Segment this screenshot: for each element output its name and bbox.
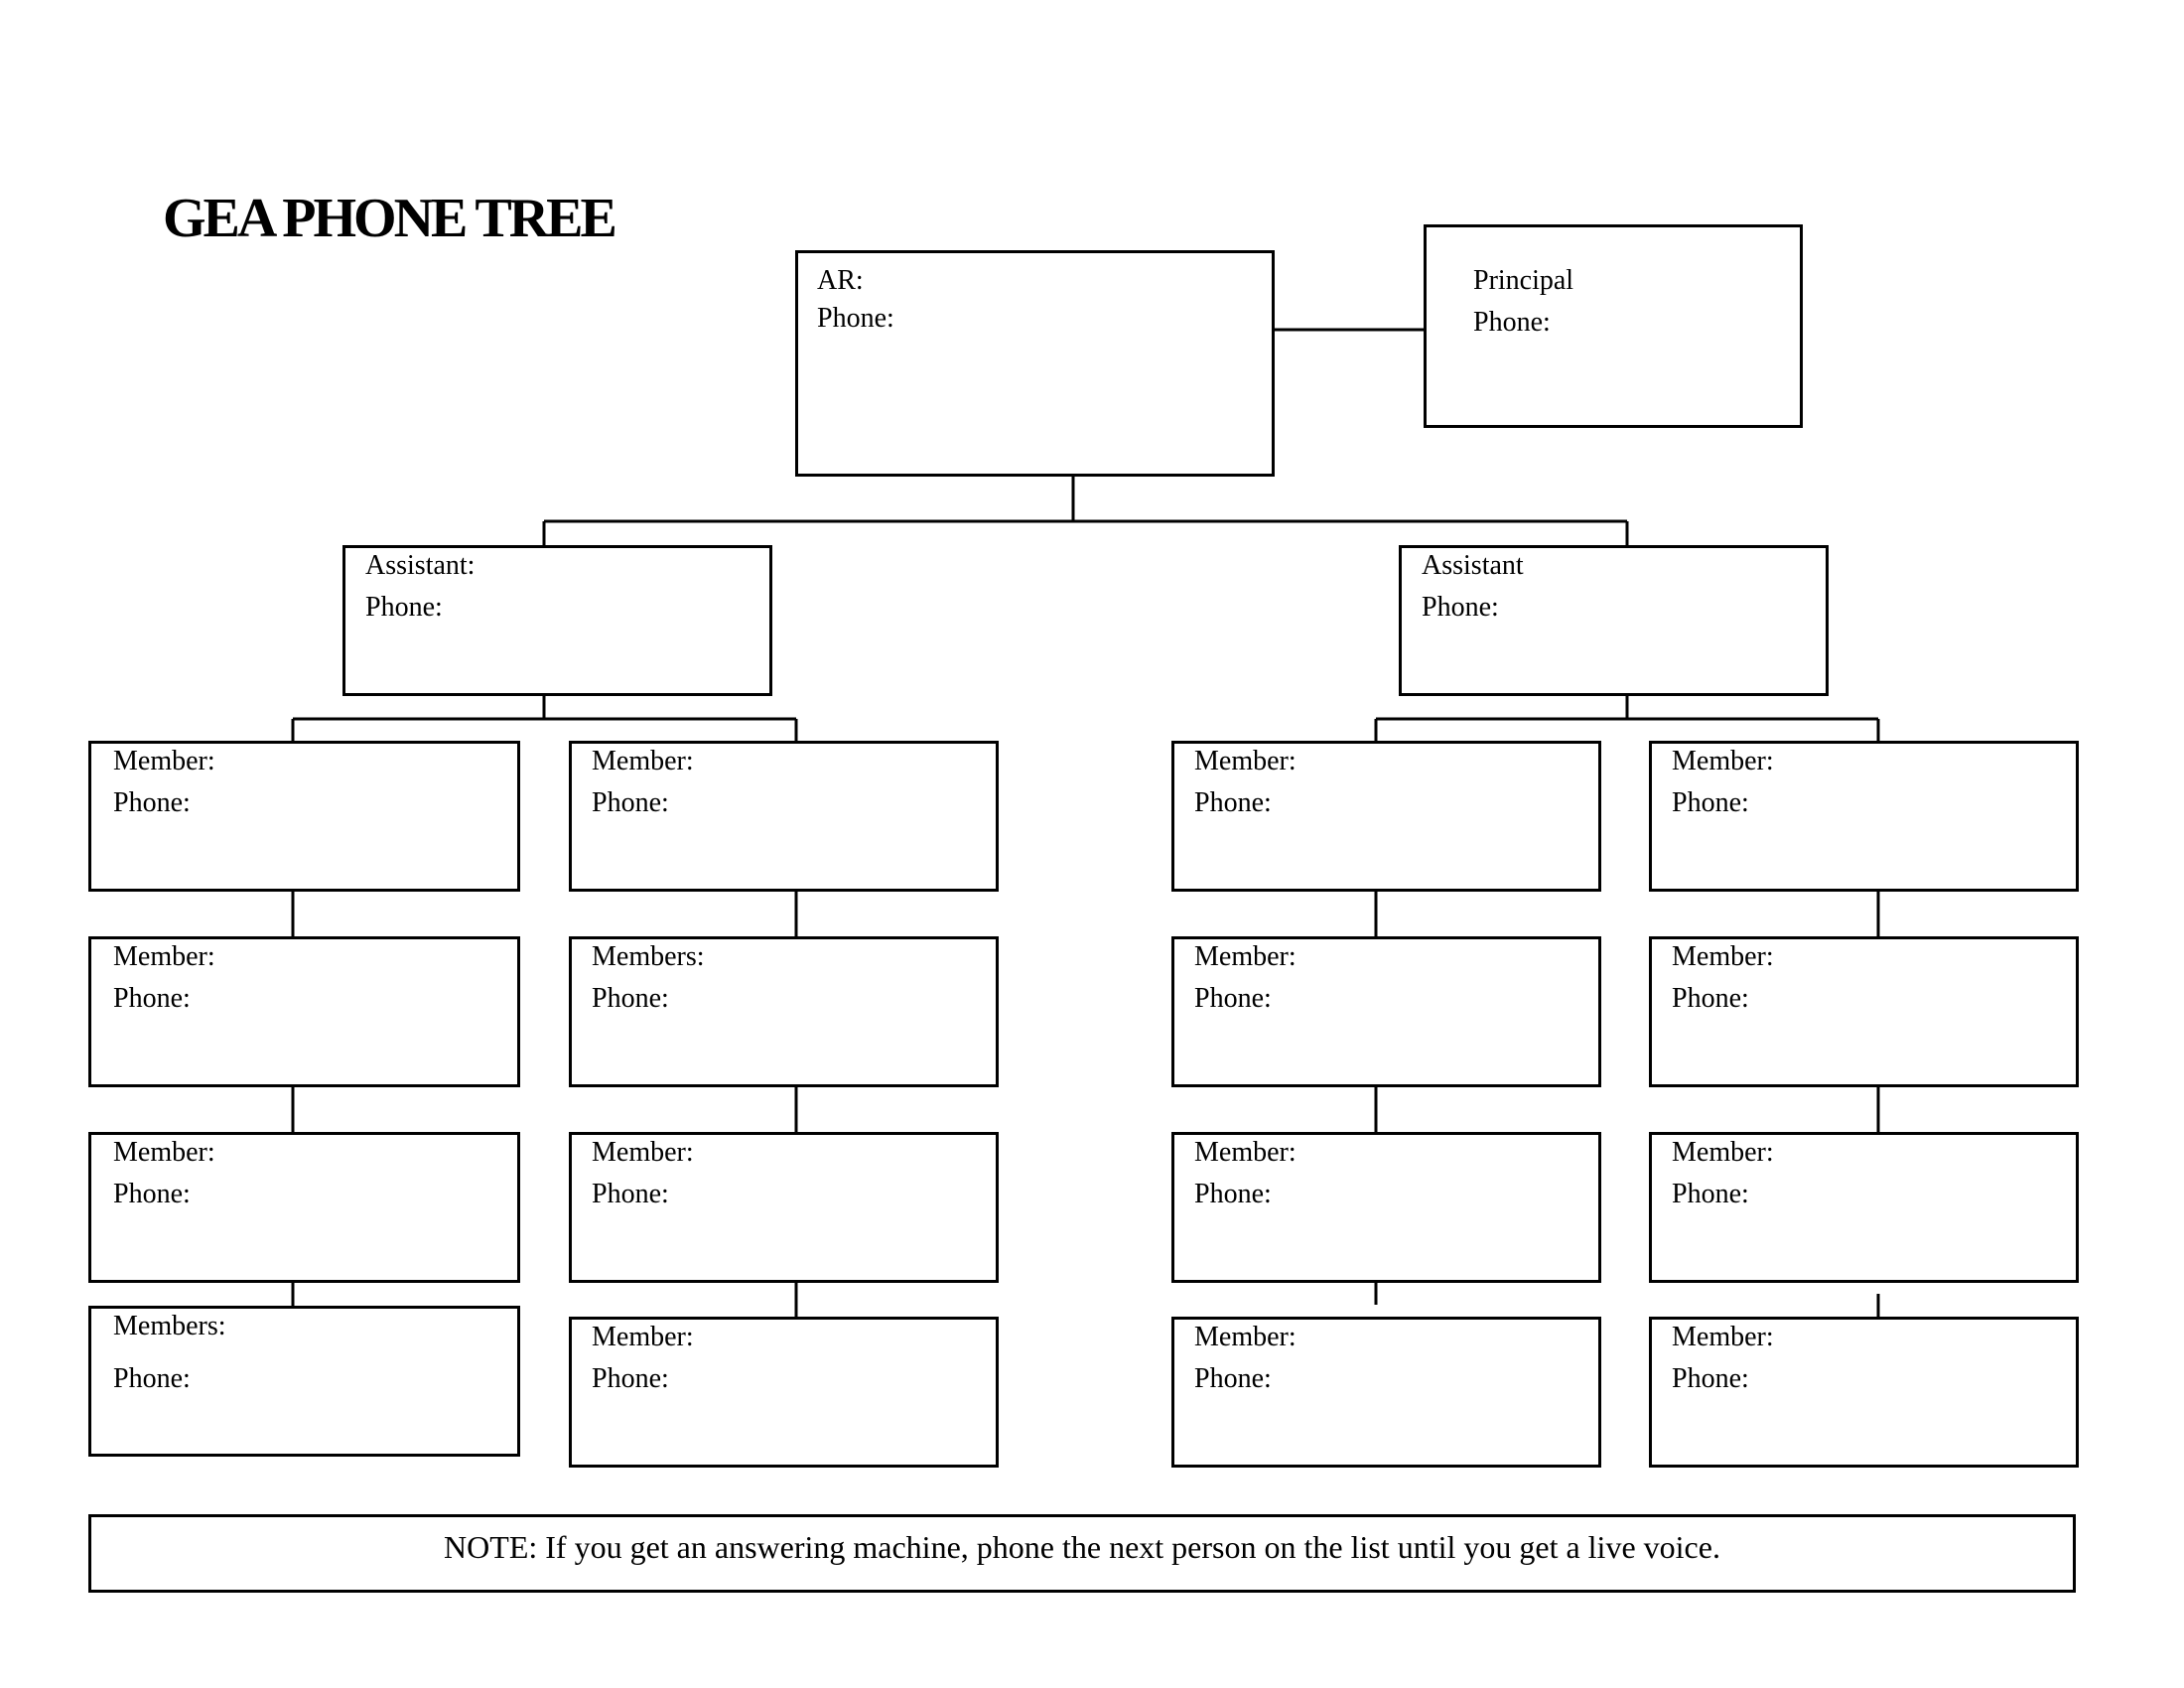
member-box-r1-c1: Member: Phone: (88, 741, 520, 892)
member-phone-label: Phone: (113, 983, 191, 1014)
member-phone-label: Phone: (592, 983, 669, 1014)
assistant-label: Assistant (1422, 550, 1524, 581)
member-box-r2-c1: Member: Phone: (88, 936, 520, 1087)
note-box: NOTE: If you get an answering machine, p… (88, 1514, 2076, 1593)
member-box-r2-c3: Member: Phone: (1171, 936, 1601, 1087)
member-box-r4-c4: Member: Phone: (1649, 1317, 2079, 1468)
member-phone-label: Phone: (1194, 983, 1272, 1014)
member-label: Member: (113, 746, 215, 776)
member-box-r1-c4: Member: Phone: (1649, 741, 2079, 892)
ar-phone-label: Phone: (817, 303, 894, 334)
assistant-box-right: Assistant Phone: (1399, 545, 1829, 696)
member-phone-label: Phone: (592, 1363, 669, 1394)
member-label: Member: (1194, 1137, 1297, 1168)
member-label: Member: (592, 1137, 694, 1168)
member-label: Member: (1194, 746, 1297, 776)
member-box-r3-c4: Member: Phone: (1649, 1132, 2079, 1283)
member-label: Member: (592, 1322, 694, 1352)
assistant-phone-label: Phone: (365, 592, 443, 623)
ar-label: AR: (817, 265, 864, 296)
member-box-r3-c1: Member: Phone: (88, 1132, 520, 1283)
note-text: NOTE: If you get an answering machine, p… (444, 1529, 1720, 1565)
page-title: GEA PHONE TREE (163, 188, 617, 249)
member-phone-label: Phone: (592, 787, 669, 818)
member-phone-label: Phone: (113, 1179, 191, 1209)
member-box-r4-c2: Member: Phone: (569, 1317, 999, 1468)
member-phone-label: Phone: (1672, 1363, 1749, 1394)
member-label: Member: (1672, 746, 1774, 776)
member-box-r4-c1: Members: Phone: (88, 1306, 520, 1457)
member-phone-label: Phone: (1194, 1363, 1272, 1394)
member-phone-label: Phone: (113, 1363, 191, 1394)
assistant-phone-label: Phone: (1422, 592, 1499, 623)
member-label: Member: (113, 941, 215, 972)
member-label: Member: (1672, 1137, 1774, 1168)
member-phone-label: Phone: (592, 1179, 669, 1209)
member-label: Member: (592, 746, 694, 776)
member-box-r3-c3: Member: Phone: (1171, 1132, 1601, 1283)
principal-phone-label: Phone: (1473, 307, 1551, 338)
member-phone-label: Phone: (1672, 983, 1749, 1014)
member-phone-label: Phone: (1672, 787, 1749, 818)
member-phone-label: Phone: (1194, 1179, 1272, 1209)
member-box-r2-c4: Member: Phone: (1649, 936, 2079, 1087)
member-phone-label: Phone: (113, 787, 191, 818)
member-box-r1-c3: Member: Phone: (1171, 741, 1601, 892)
member-label: Member: (1672, 1322, 1774, 1352)
ar-box: AR: Phone: (795, 250, 1275, 477)
member-box-r1-c2: Member: Phone: (569, 741, 999, 892)
member-label: Members: (113, 1311, 226, 1341)
principal-box: Principal Phone: (1424, 224, 1803, 428)
member-box-r2-c2: Members: Phone: (569, 936, 999, 1087)
member-label: Members: (592, 941, 705, 972)
member-phone-label: Phone: (1672, 1179, 1749, 1209)
member-label: Member: (1194, 1322, 1297, 1352)
member-box-r4-c3: Member: Phone: (1171, 1317, 1601, 1468)
assistant-label: Assistant: (365, 550, 476, 581)
principal-label: Principal (1473, 265, 1574, 296)
member-box-r3-c2: Member: Phone: (569, 1132, 999, 1283)
member-label: Member: (113, 1137, 215, 1168)
member-phone-label: Phone: (1194, 787, 1272, 818)
member-label: Member: (1194, 941, 1297, 972)
assistant-box-left: Assistant: Phone: (342, 545, 772, 696)
member-label: Member: (1672, 941, 1774, 972)
